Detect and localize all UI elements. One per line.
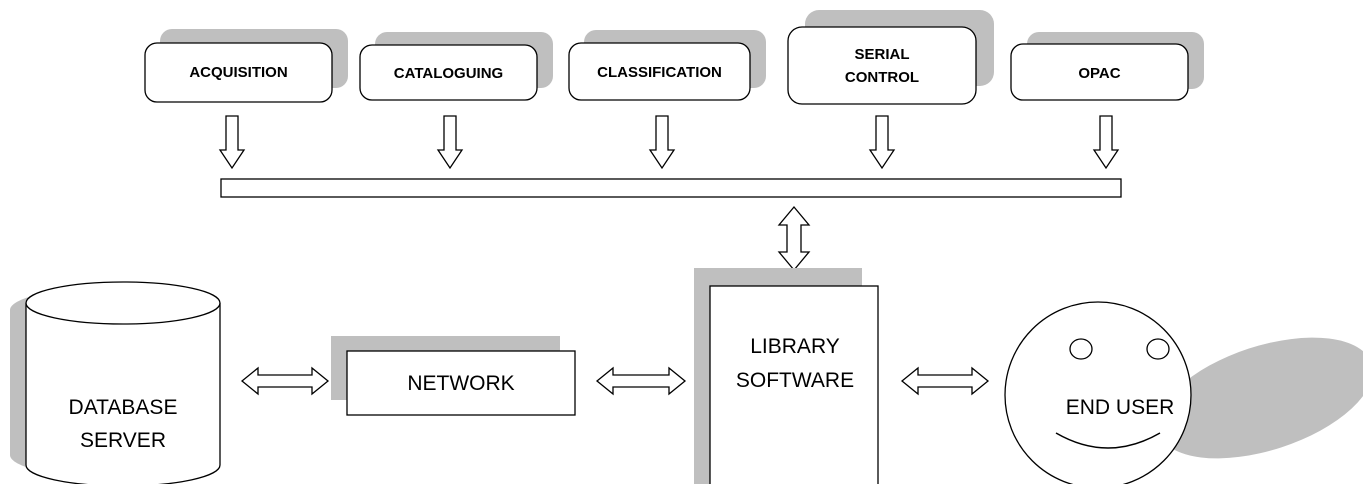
library-software-line2: SOFTWARE — [736, 369, 854, 392]
database-network-double-arrow — [240, 366, 330, 396]
module-classification-label: CLASSIFICATION — [597, 64, 722, 81]
library-software-line1: LIBRARY — [750, 335, 840, 358]
network-label: NETWORK — [407, 372, 514, 395]
bus-software-double-arrow — [777, 205, 811, 272]
module-serial-control: SERIAL CONTROL — [787, 10, 994, 105]
end-user: END USER — [1004, 301, 1363, 489]
down-arrow-classification — [648, 115, 676, 170]
end-user-label: END USER — [1066, 396, 1175, 419]
database-server: DATABASE SERVER — [10, 281, 221, 487]
module-classification: CLASSIFICATION — [568, 30, 766, 101]
down-arrow-acquisition — [218, 115, 246, 170]
module-opac-label: OPAC — [1078, 65, 1120, 82]
database-server-line2: SERVER — [80, 429, 166, 452]
module-cataloguing: CATALOGUING — [359, 32, 553, 101]
module-opac: OPAC — [1010, 32, 1204, 101]
smile-icon — [1055, 432, 1161, 449]
left-eye-icon — [1069, 338, 1093, 360]
network: NETWORK — [331, 336, 576, 416]
library-software: LIBRARY SOFTWARE — [694, 268, 879, 489]
down-arrow-opac — [1092, 115, 1120, 170]
module-serial-control-line2: CONTROL — [845, 69, 919, 86]
right-eye-icon — [1146, 338, 1170, 360]
down-arrow-cataloguing — [436, 115, 464, 170]
database-server-line1: DATABASE — [69, 396, 178, 419]
module-acquisition-label: ACQUISITION — [189, 64, 287, 81]
module-acquisition: ACQUISITION — [144, 29, 348, 103]
module-cataloguing-label: CATALOGUING — [394, 65, 503, 82]
down-arrow-serial-control — [868, 115, 896, 170]
integration-bus-bar — [220, 178, 1122, 198]
module-serial-control-line1: SERIAL — [854, 46, 909, 63]
software-user-double-arrow — [900, 366, 990, 396]
network-software-double-arrow — [595, 366, 687, 396]
